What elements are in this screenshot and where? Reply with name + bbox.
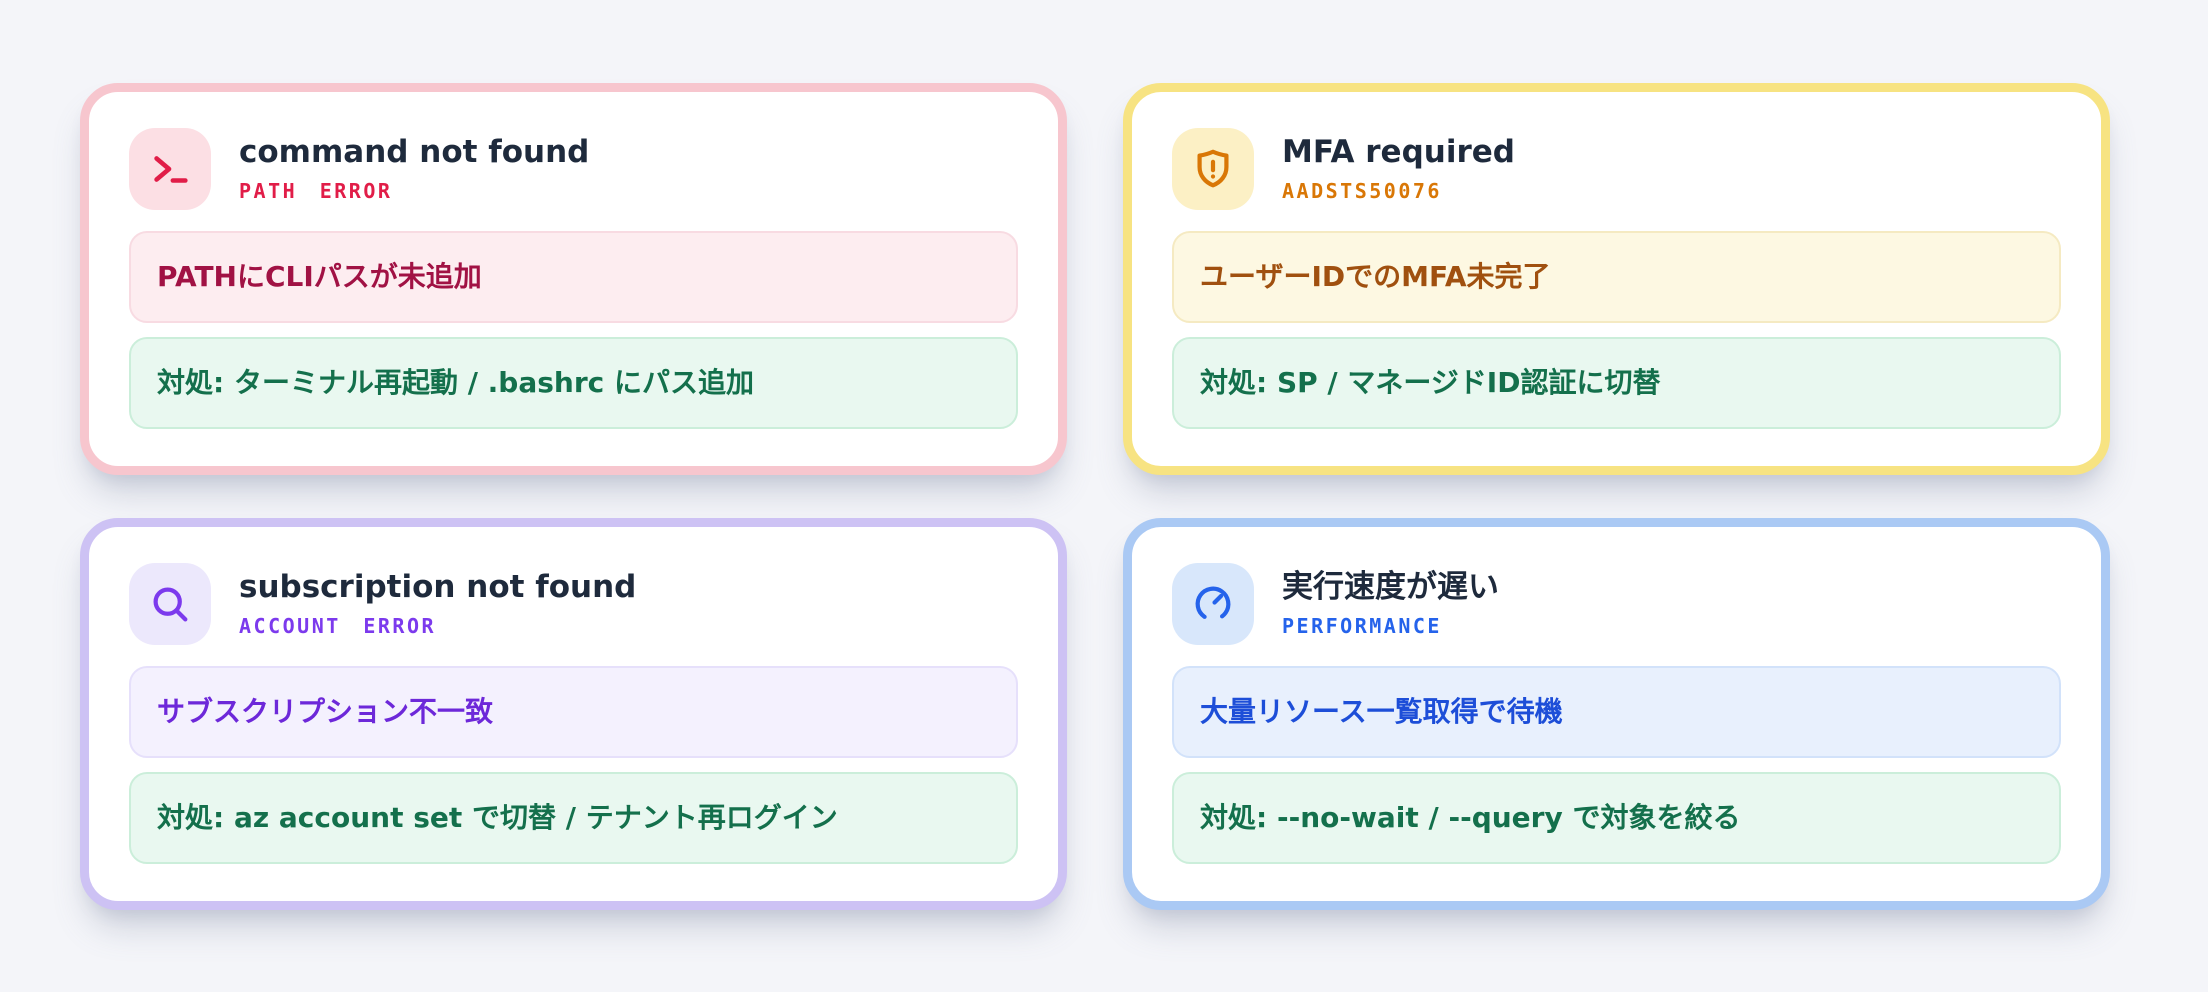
card-title: subscription not found xyxy=(239,568,637,605)
card-performance: 実行速度が遅い PERFORMANCE 大量リソース一覧取得で待機 対処: --… xyxy=(1123,518,2110,910)
fix-box: 対処: ターミナル再起動 / .bashrc にパス追加 xyxy=(129,337,1018,429)
card-mfa-required: MFA required AADSTS50076 ユーザーIDでのMFA未完了 … xyxy=(1123,83,2110,475)
search-icon xyxy=(153,587,188,622)
card-header-text: command not found PATH ERROR xyxy=(239,133,590,204)
card-header-text: 実行速度が遅い PERFORMANCE xyxy=(1282,568,1499,639)
problem-text: 大量リソース一覧取得で待機 xyxy=(1200,695,1563,729)
shield-alert-icon xyxy=(1197,149,1229,188)
fix-text: 対処: SP / マネージドID認証に切替 xyxy=(1200,366,1661,400)
fix-text: 対処: ターミナル再起動 / .bashrc にパス追加 xyxy=(157,366,754,400)
problem-text: サブスクリプション不一致 xyxy=(157,695,494,729)
card-code-label: PERFORMANCE xyxy=(1282,614,1442,639)
fix-text: 対処: az account set で切替 / テナント再ログイン xyxy=(157,801,838,835)
card-title: 実行速度が遅い xyxy=(1282,568,1499,605)
card-header-text: subscription not found ACCOUNT ERROR xyxy=(239,568,637,639)
card-command-not-found: command not found PATH ERROR PATHにCLIパスが… xyxy=(80,83,1067,475)
card-title: command not found xyxy=(239,133,590,170)
card-header: command not found PATH ERROR xyxy=(129,128,1018,210)
card-header: MFA required AADSTS50076 xyxy=(1172,128,2061,210)
fix-box: 対処: az account set で切替 / テナント再ログイン xyxy=(129,772,1018,864)
card-subscription-not-found: subscription not found ACCOUNT ERROR サブス… xyxy=(80,518,1067,910)
problem-box: PATHにCLIパスが未追加 xyxy=(129,231,1018,323)
card-code-label: PATH ERROR xyxy=(239,179,393,204)
card-header: subscription not found ACCOUNT ERROR xyxy=(129,563,1018,645)
card-header-text: MFA required AADSTS50076 xyxy=(1282,133,1515,204)
card-code-label: ACCOUNT ERROR xyxy=(239,614,437,639)
problem-box: サブスクリプション不一致 xyxy=(129,666,1018,758)
icon-badge xyxy=(1172,128,1254,210)
icon-badge xyxy=(129,128,211,210)
card-title: MFA required xyxy=(1282,133,1515,170)
problem-text: ユーザーIDでのMFA未完了 xyxy=(1200,260,1551,294)
problem-text: PATHにCLIパスが未追加 xyxy=(157,260,482,294)
problem-box: 大量リソース一覧取得で待機 xyxy=(1172,666,2061,758)
card-header: 実行速度が遅い PERFORMANCE xyxy=(1172,563,2061,645)
terminal-icon xyxy=(154,156,188,183)
icon-badge xyxy=(1172,563,1254,645)
fix-box: 対処: SP / マネージドID認証に切替 xyxy=(1172,337,2061,429)
fix-box: 対処: --no-wait / --query で対象を絞る xyxy=(1172,772,2061,864)
gauge-icon xyxy=(1195,586,1231,622)
card-code-label: AADSTS50076 xyxy=(1282,179,1442,204)
problem-box: ユーザーIDでのMFA未完了 xyxy=(1172,231,2061,323)
icon-badge xyxy=(129,563,211,645)
fix-text: 対処: --no-wait / --query で対象を絞る xyxy=(1200,801,1741,835)
